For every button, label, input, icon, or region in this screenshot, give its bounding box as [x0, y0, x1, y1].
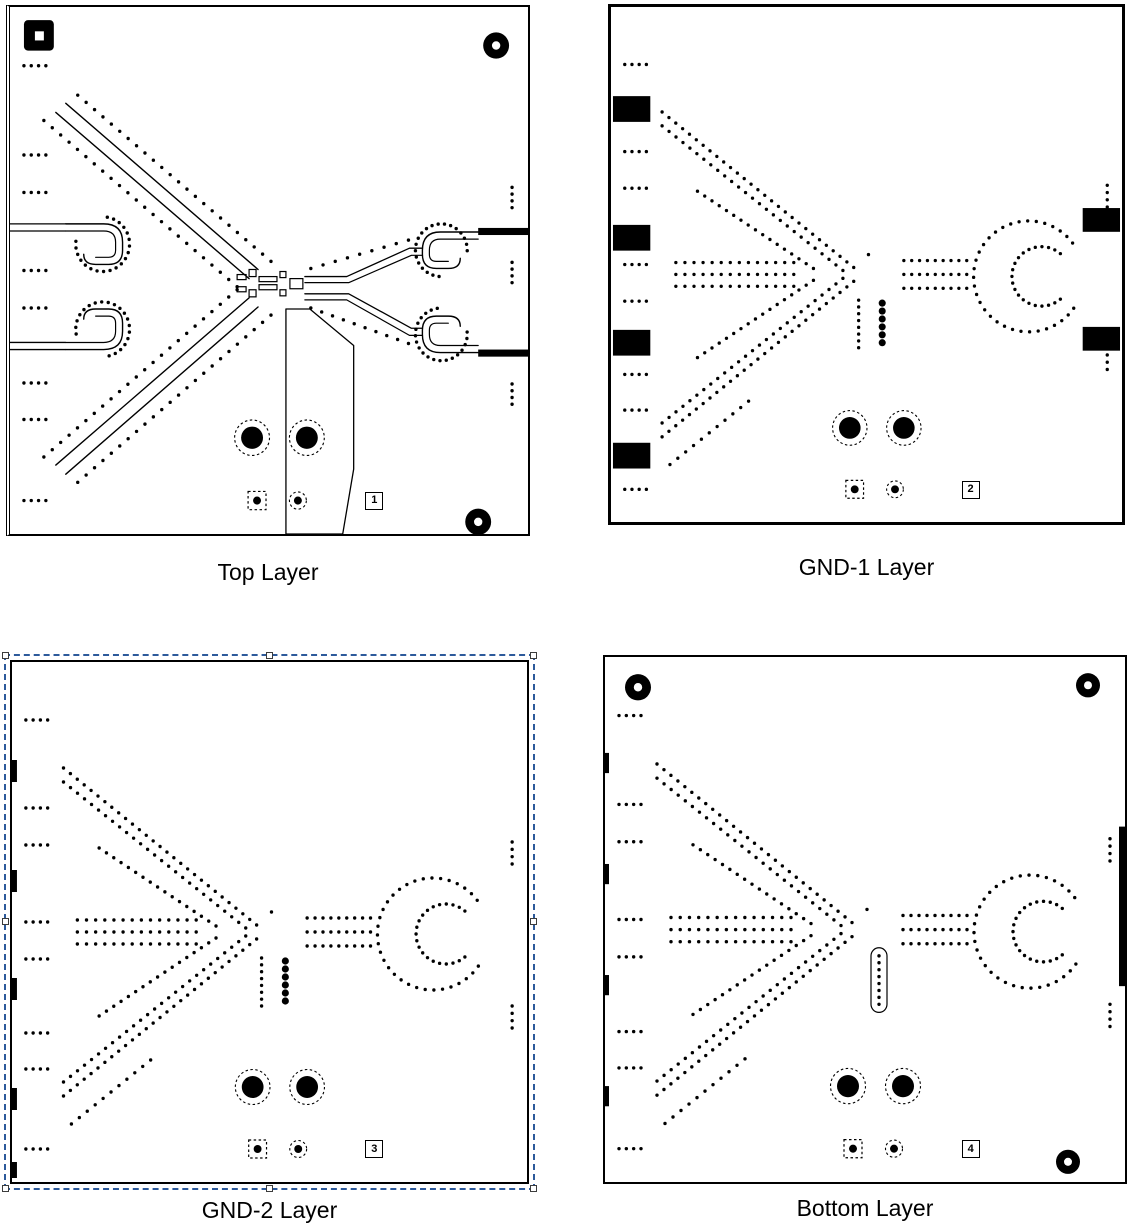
panel-gnd1-layer: 2 GND-1 Layer: [608, 4, 1125, 580]
bottom-layer-caption: Bottom Layer: [796, 1195, 934, 1221]
top-layer-caption: Top Layer: [217, 559, 319, 585]
gnd2-layer-board[interactable]: 3: [2, 652, 537, 1192]
selection-outline: [2, 652, 537, 1192]
gnd1-layer-board[interactable]: 2: [608, 4, 1125, 525]
selection-handle[interactable]: [2, 918, 9, 925]
selection-handle[interactable]: [530, 918, 537, 925]
bottom-layer-board[interactable]: 4: [603, 655, 1127, 1184]
gnd1-layer-number-marker: 2: [961, 480, 980, 499]
panel-gnd2-layer: 3 GND-2 Layer: [2, 652, 537, 1223]
selection-handle[interactable]: [530, 652, 537, 659]
top-layer-art: [10, 20, 528, 534]
gnd2-layer-caption: GND-2 Layer: [201, 1197, 338, 1223]
selection-handle[interactable]: [265, 1185, 273, 1192]
selection-handle[interactable]: [2, 1185, 9, 1192]
gnd1-layer-caption: GND-1 Layer: [798, 554, 935, 580]
selection-handle[interactable]: [2, 652, 9, 659]
panel-bottom-layer: 4 Bottom Layer: [603, 655, 1127, 1221]
top-layer-number-marker: 1: [365, 491, 384, 510]
gnd1-layer-art: [612, 62, 1121, 499]
panel-top-layer: 1 Top Layer: [6, 5, 530, 585]
selection-handle[interactable]: [530, 1185, 537, 1192]
selection-handle[interactable]: [265, 652, 273, 659]
bottom-layer-number-marker: 4: [961, 1140, 980, 1158]
gnd2-layer-number-marker: 3: [365, 1140, 384, 1159]
top-layer-board[interactable]: 1: [6, 5, 530, 536]
gnd2-layer-art: [12, 718, 514, 1178]
bottom-layer-art: [605, 673, 1125, 1174]
